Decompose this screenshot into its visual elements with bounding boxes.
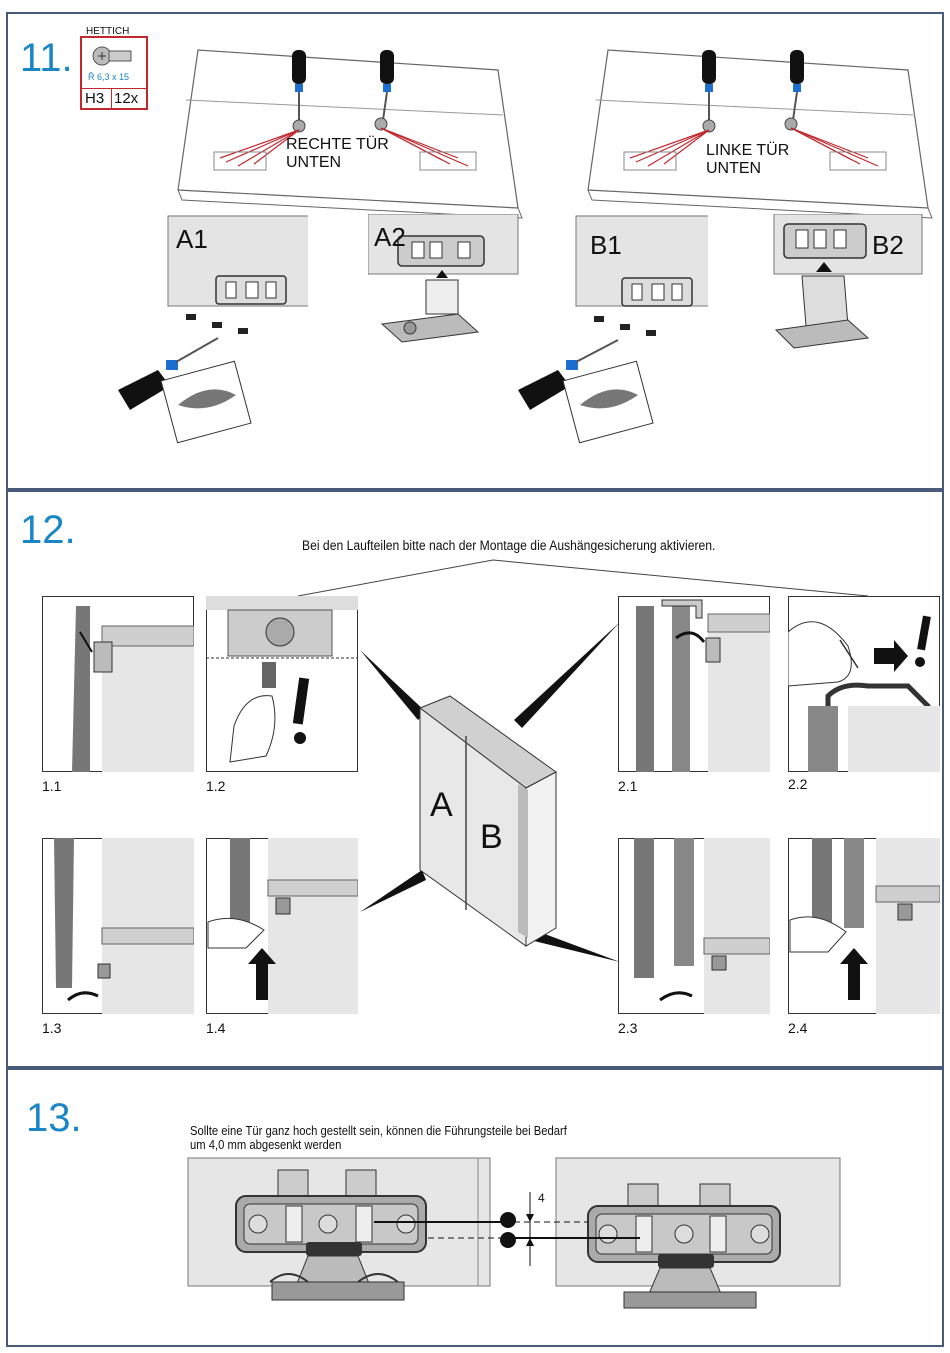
- step-11-number: 11.: [20, 36, 73, 80]
- b2-drawing: [773, 214, 923, 349]
- a1-drawing: [118, 215, 308, 444]
- label-a2: A2: [374, 222, 406, 252]
- door-bottom-right-drawing: [177, 49, 523, 219]
- figure-1-3: [42, 838, 194, 1014]
- note-line-1: Sollte eine Tür ganz hoch gestellt sein,…: [190, 1124, 567, 1138]
- label-b1: B1: [590, 230, 622, 260]
- part-box: HETTICH Ř 6,3 x 15 H3 12x: [80, 26, 148, 110]
- figure-1-4: [206, 838, 358, 1014]
- figure-label: 2.3: [618, 1020, 638, 1036]
- part-qty: 12x: [114, 90, 139, 107]
- screwdriver-icon: [702, 50, 716, 122]
- right-door-label: RECHTE TÜR UNTEN: [286, 136, 389, 171]
- figure-label: 1.3: [42, 1020, 62, 1036]
- screwdriver-icon: [518, 339, 619, 410]
- step-11-panel: 11. HETTICH Ř 6,3 x 15 H3 12x RECHTE TÜR…: [6, 12, 944, 490]
- overview-lines: [297, 559, 869, 962]
- part-code: H3: [85, 90, 105, 107]
- dimension-value: 4: [538, 1191, 545, 1205]
- instruction-text: Bei den Laufteilen bitte nach der Montag…: [302, 538, 716, 553]
- figure-label: 2.4: [788, 1020, 808, 1036]
- note-line-2: um 4,0 mm abgesenkt werden: [190, 1138, 342, 1152]
- figure-1-1: [42, 596, 194, 772]
- step-13-number: 13.: [26, 1096, 82, 1140]
- figure-2-4: [788, 838, 940, 1014]
- figure-label: 2.1: [618, 778, 638, 794]
- figure-2-1: [618, 596, 770, 772]
- figure-label: 1.2: [206, 778, 226, 794]
- left-door-label: LINKE TÜR UNTEN: [706, 142, 790, 177]
- figure-1-2: [206, 596, 358, 772]
- wardrobe-drawing: [418, 695, 557, 947]
- b1-drawing: [518, 215, 708, 444]
- step-12-panel: 12. Bei den Laufteilen bitte nach der Mo…: [6, 490, 944, 1068]
- part-brand: HETTICH: [86, 26, 130, 37]
- step-13-panel: 13. Sollte eine Tür ganz hoch gestellt s…: [6, 1068, 944, 1347]
- step-12-number: 12.: [20, 508, 76, 552]
- label-b2: B2: [872, 230, 904, 260]
- door-bottom-left-drawing: [587, 49, 933, 219]
- door-b-label: B: [480, 818, 503, 856]
- screwdriver-icon: [380, 50, 394, 121]
- screw-icon: [92, 46, 132, 66]
- figure-label: 1.4: [206, 1020, 226, 1036]
- a2-drawing: [368, 214, 519, 343]
- screwdriver-icon: [790, 50, 804, 121]
- figure-2-3: [618, 838, 770, 1014]
- figure-2-2: [788, 596, 940, 772]
- screwdriver-icon: [292, 50, 306, 122]
- part-screw-size: Ř 6,3 x 15: [88, 72, 130, 82]
- screwdriver-icon: [118, 337, 219, 410]
- guide-adjustment-drawing: 4: [187, 1157, 841, 1309]
- door-a-label: A: [430, 786, 453, 824]
- figure-label: 1.1: [42, 778, 62, 794]
- label-a1: A1: [176, 224, 208, 254]
- figure-label: 2.2: [788, 776, 808, 792]
